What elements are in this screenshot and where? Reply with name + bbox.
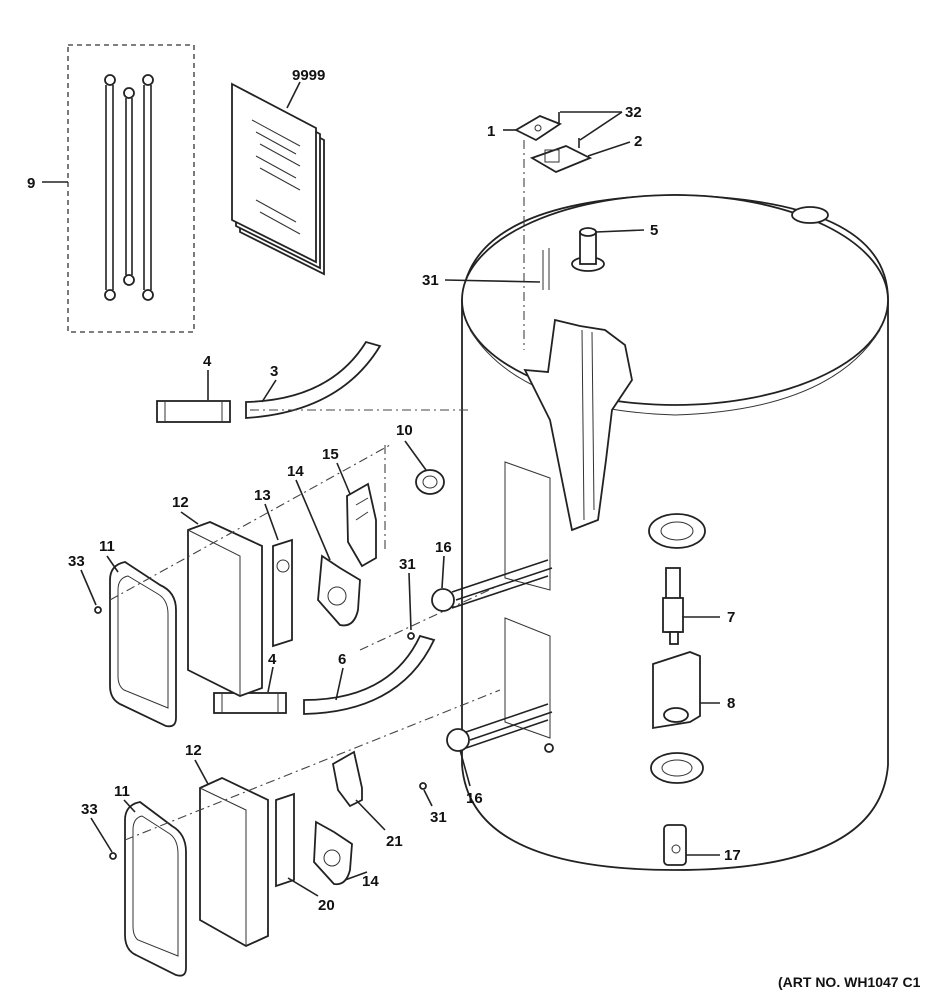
art-number: (ART NO. WH1047 C1 (778, 974, 921, 990)
anode-rod-kit-group (42, 44, 195, 333)
label-5: 5 (650, 222, 658, 239)
label-12-top: 12 (172, 494, 189, 511)
water-heater-tank (461, 194, 889, 871)
lower-access-parts (109, 689, 501, 977)
pipe-parts (156, 340, 470, 715)
label-3: 3 (270, 363, 278, 380)
label-6: 6 (338, 651, 346, 668)
label-16-bottom: 16 (466, 790, 483, 807)
label-4-top: 4 (203, 353, 212, 370)
label-10: 10 (396, 422, 413, 439)
label-33-top: 33 (68, 553, 85, 570)
junction-box-parts (514, 112, 593, 350)
label-31-top: 31 (422, 272, 439, 289)
label-20: 20 (318, 897, 335, 914)
label-32: 32 (625, 104, 642, 121)
leader-lines (80, 111, 720, 897)
label-2: 2 (634, 133, 642, 150)
label-14-top: 14 (287, 463, 304, 480)
part-labels: 9999 9 32 1 2 5 31 4 3 10 15 14 12 13 11… (27, 67, 921, 990)
label-31-bottom: 31 (430, 809, 447, 826)
label-13: 13 (254, 487, 271, 504)
upper-access-parts (94, 444, 501, 728)
label-21: 21 (386, 833, 403, 850)
owners-manual (231, 81, 325, 276)
label-16-top: 16 (435, 539, 452, 556)
label-7: 7 (727, 609, 735, 626)
heating-elements (431, 559, 553, 752)
label-14-bottom: 14 (362, 873, 379, 890)
label-1: 1 (487, 123, 495, 140)
gasket (415, 469, 445, 495)
label-8: 8 (727, 695, 735, 712)
label-15: 15 (322, 446, 339, 463)
label-9999: 9999 (292, 67, 325, 84)
label-9: 9 (27, 175, 35, 192)
label-31-mid: 31 (399, 556, 416, 573)
label-11-bottom: 11 (114, 783, 130, 800)
label-4-bottom: 4 (268, 651, 277, 668)
label-33-bottom: 33 (81, 801, 98, 818)
label-12-bottom: 12 (185, 742, 202, 759)
side-parts (652, 567, 701, 866)
label-11-top: 11 (99, 538, 115, 555)
label-17: 17 (724, 847, 741, 864)
